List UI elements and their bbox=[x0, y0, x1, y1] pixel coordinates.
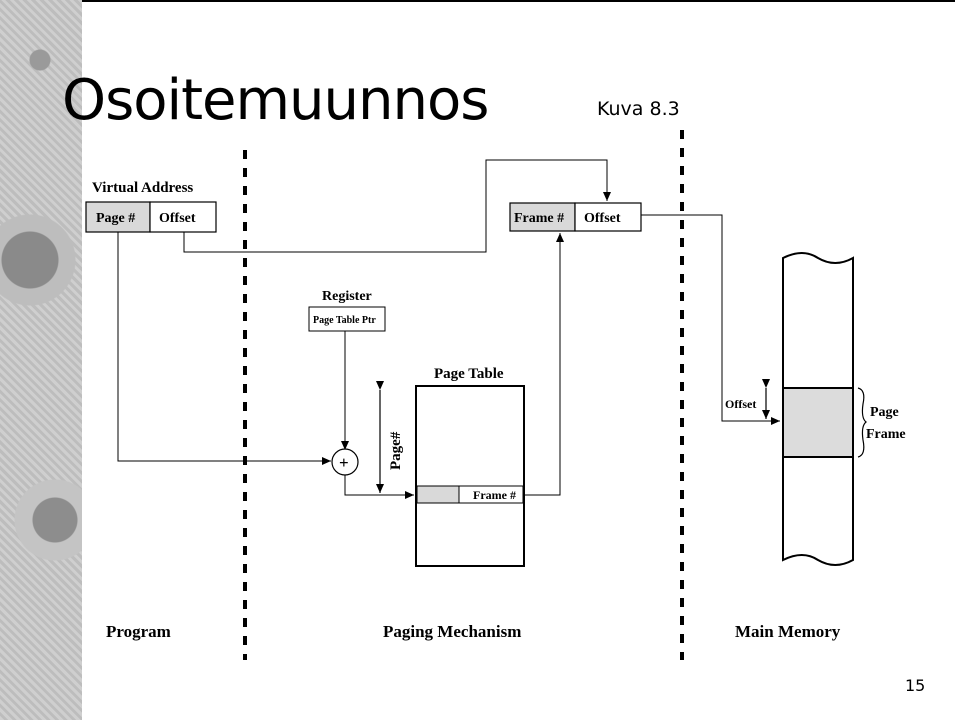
page-table-entry-shaded bbox=[416, 485, 460, 504]
offset-copy-path bbox=[183, 159, 611, 253]
page-frame-block bbox=[782, 387, 854, 458]
section-paging-label: Paging Mechanism bbox=[383, 622, 521, 641]
section-program-label: Program bbox=[106, 622, 171, 641]
register-field-text: Page Table Ptr bbox=[313, 315, 376, 326]
virtual-address-label: Virtual Address bbox=[92, 180, 193, 196]
register-label: Register bbox=[322, 289, 372, 304]
adder-to-entry bbox=[344, 475, 414, 499]
memory-offset-label: Offset bbox=[725, 397, 756, 411]
page-number: 15 bbox=[905, 676, 926, 695]
page-table-frame-text: Frame # bbox=[473, 488, 516, 502]
page-frame-label-1: Page bbox=[870, 405, 899, 420]
adder-symbol: + bbox=[339, 453, 349, 472]
page-frame-brace bbox=[857, 387, 867, 458]
frame-number-path bbox=[523, 233, 564, 496]
page-table-box bbox=[415, 385, 525, 567]
page-table-label: Page Table bbox=[434, 366, 504, 382]
figure-reference: Kuva 8.3 bbox=[597, 98, 680, 120]
page-number-path bbox=[117, 232, 331, 465]
page-frame-label-2: Frame bbox=[866, 427, 906, 442]
virtual-offset-text: Offset bbox=[159, 211, 196, 226]
slide-title: Osoitemuunnos bbox=[62, 68, 489, 133]
virtual-page-text: Page # bbox=[96, 211, 135, 226]
physical-frame-text: Frame # bbox=[514, 211, 564, 226]
physical-offset-field bbox=[574, 202, 642, 232]
section-memory-label: Main Memory bbox=[735, 622, 841, 641]
register-box bbox=[308, 306, 386, 332]
decorative-gear-sidebar bbox=[0, 0, 82, 720]
page-index-label: Page# bbox=[388, 431, 404, 470]
physical-offset-text: Offset bbox=[584, 211, 621, 226]
virtual-offset-field bbox=[149, 201, 217, 233]
physical-frame-field bbox=[509, 202, 576, 232]
physical-offset-to-memory bbox=[641, 214, 780, 425]
